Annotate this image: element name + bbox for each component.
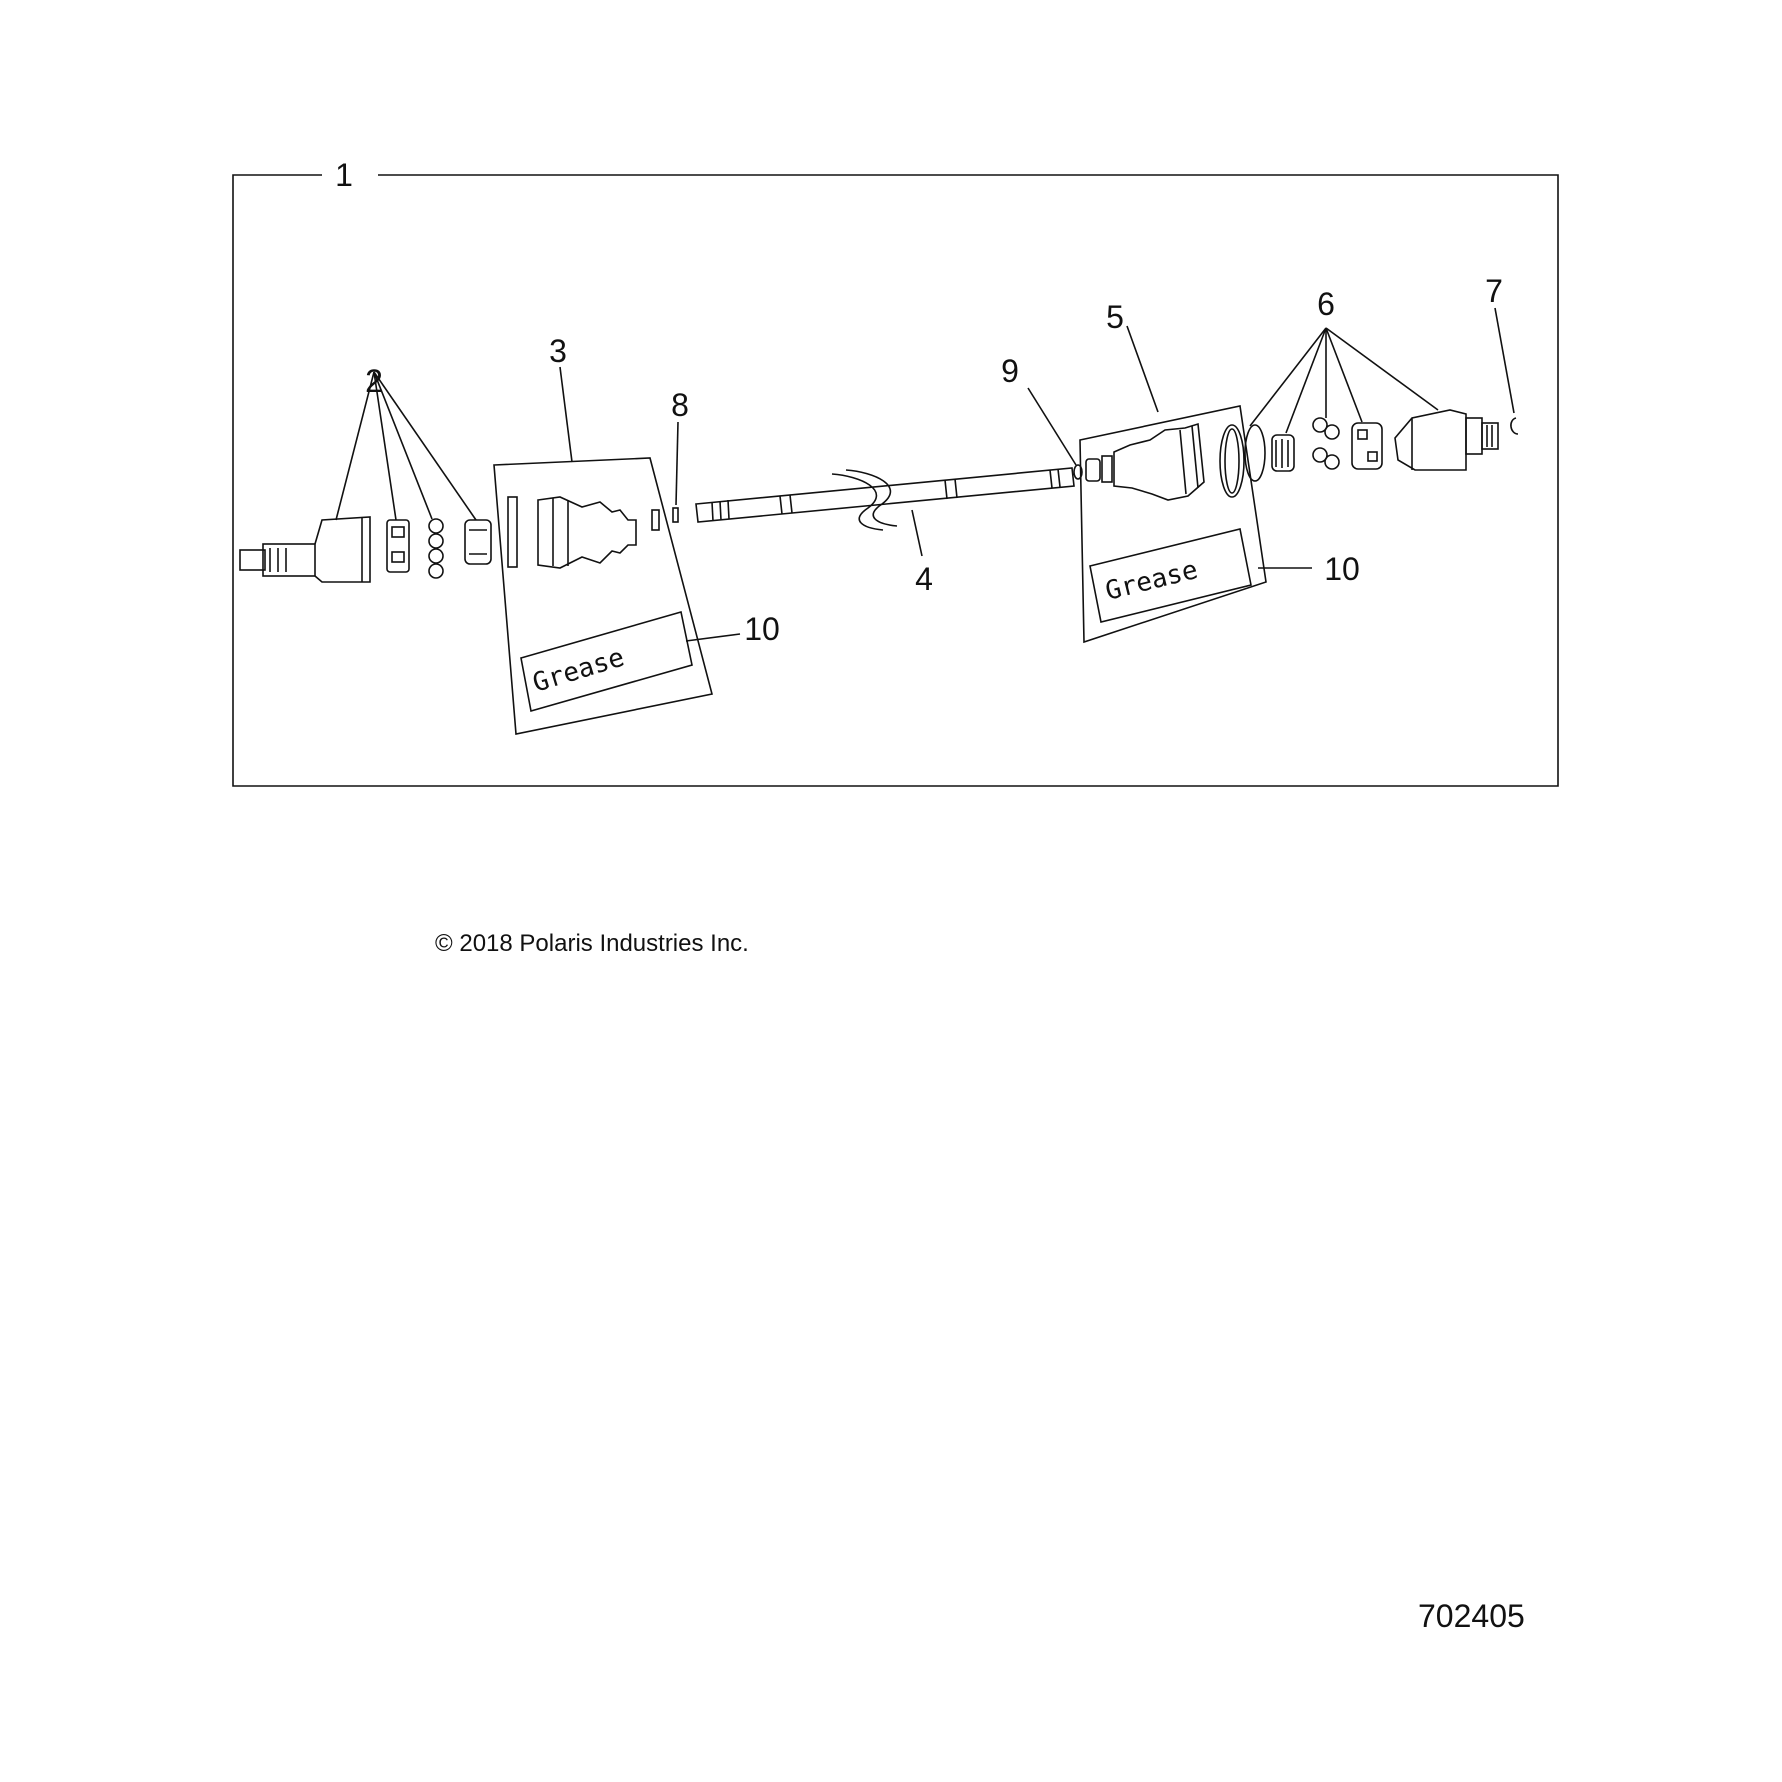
grease-packet-right [1089, 528, 1252, 623]
inner-cv-race [1271, 434, 1295, 472]
grease-label-right: Grease [1102, 555, 1200, 607]
callout-3-leader [559, 366, 573, 463]
callout-4-leader [911, 509, 923, 557]
callout-10-right: 10 [1324, 551, 1360, 587]
callout-10-left: 10 [744, 611, 780, 647]
illustration-reference-number: 702405 [1418, 1598, 1525, 1634]
callout-7: 7 [1485, 273, 1503, 309]
ring-9 [1073, 464, 1083, 480]
callout-5: 5 [1106, 299, 1124, 335]
callout-1: 1 [335, 157, 353, 193]
callout-8: 8 [671, 387, 689, 423]
cv-cage [386, 519, 410, 573]
inner-cv-balls [1312, 417, 1340, 470]
inner-cv-snap-ring [1244, 424, 1266, 482]
boot-kit-right-panel [1079, 405, 1267, 644]
boot-kit-left-panel [493, 457, 713, 735]
left-cv-boot [507, 496, 660, 569]
cv-balls [428, 518, 444, 579]
assembly-frame [232, 174, 1559, 787]
callout-6: 6 [1317, 286, 1335, 322]
cv-inner-race [464, 519, 492, 565]
copyright-notice: © 2018 Polaris Industries Inc. [435, 930, 749, 957]
snap-ring-8 [672, 507, 679, 523]
callout-3: 3 [549, 333, 567, 369]
outer-cv-housing [239, 516, 371, 583]
callout-4: 4 [915, 561, 933, 597]
axle-shaft [695, 467, 1075, 531]
callout-10-left-leader [685, 633, 741, 642]
grease-packet-left [520, 610, 693, 713]
inner-cv-cage [1351, 422, 1383, 470]
callout-2: 2 [365, 363, 383, 399]
circlip-7 [1510, 417, 1519, 435]
callout-5-leader [1126, 325, 1159, 413]
inner-cv-housing [1394, 409, 1499, 471]
callout-9: 9 [1001, 353, 1019, 389]
right-cv-boot [1085, 422, 1245, 501]
